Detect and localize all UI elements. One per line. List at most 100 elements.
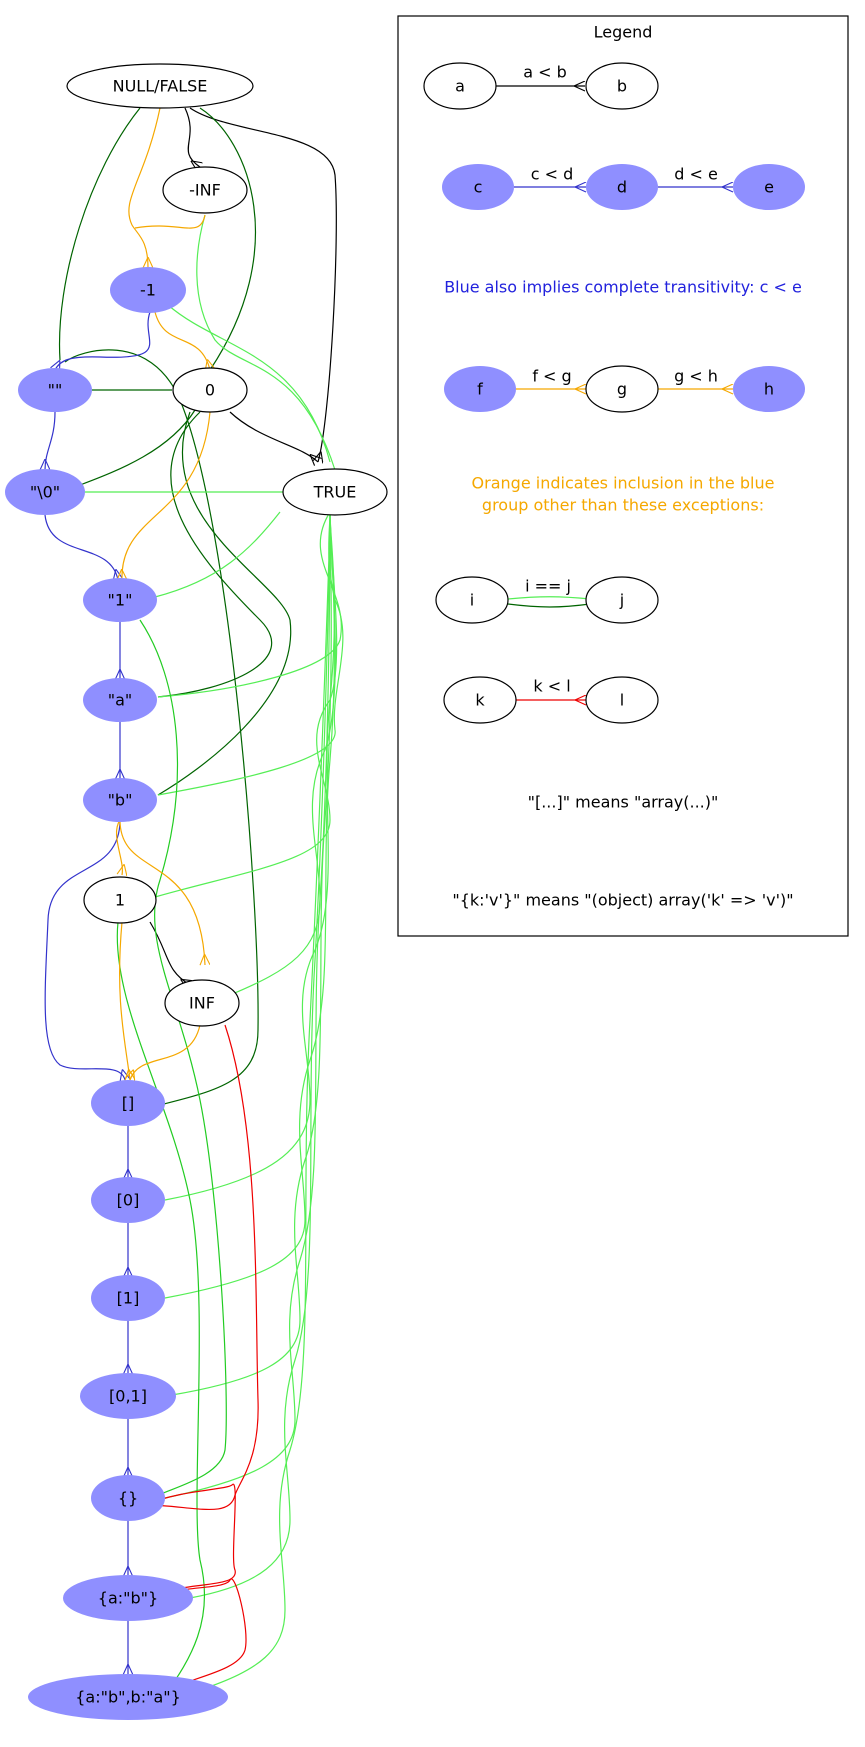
edge-nul-strone [44,514,118,580]
node-inf: INF [164,979,240,1027]
edge-negone-zero [154,311,210,370]
svg-text:e: e [764,178,774,197]
edge-nul-zero [79,409,196,486]
edge-neginf-true [196,214,336,471]
edge-objab-true [189,511,331,1599]
svg-text:"b": "b" [108,791,133,810]
svg-text:{a:"b"}: {a:"b"} [98,1589,158,1608]
edge-null-neginf [184,107,200,167]
svg-text:g: g [617,380,627,399]
wavy-green-bundle [154,511,344,1691]
legend-orange-note-1: Orange indicates inclusion in the blue [472,474,775,493]
node-true: TRUE [282,468,388,516]
legend-object-note: "{k:'v'}" means "(object) array('k' => '… [452,891,793,910]
edge-one-objabba [116,921,206,1696]
svg-text:b: b [617,77,627,96]
svg-text:"": "" [48,381,63,400]
node-array-empty: [] [91,1080,165,1126]
edge-zero-true [229,411,318,462]
edge-strone-objempty [139,619,227,1501]
svg-text:TRUE: TRUE [313,483,357,502]
legend-label-fg: f < g [532,367,571,386]
legend-node-f: f [444,366,516,412]
node-array-one: [1] [91,1275,165,1321]
node-object-a-b: {a:"b"} [63,1575,193,1621]
legend-array-note: "[...]" means "array(...)" [528,793,719,812]
edge-one-true [154,511,338,898]
legend-node-j: j [585,576,659,624]
node-string-b: "b" [83,778,157,822]
svg-text:f: f [477,380,483,399]
svg-text:i: i [470,591,474,610]
edges [44,107,344,1697]
node-object-a-b-b-a: {a:"b",b:"a"} [28,1674,228,1720]
edge-neginf-negone [134,214,206,229]
svg-text:[0]: [0] [117,1191,140,1210]
svg-text:"\0": "\0" [30,483,60,502]
svg-text:l: l [620,691,624,710]
legend-edge-ij-dark [507,603,591,608]
node-array-zero: [0] [91,1177,165,1223]
node-neg-one: -1 [110,267,186,313]
legend-node-g: g [585,365,659,413]
legend-node-c: c [442,164,514,210]
edge-objempty-objab [144,1483,236,1598]
svg-text:"a": "a" [108,691,133,710]
edge-stra-true [157,511,342,698]
legend-node-h: h [733,366,805,412]
svg-text:INF: INF [189,994,215,1013]
svg-text:[1]: [1] [117,1289,140,1308]
edge-negone-emptystr [55,311,151,370]
edge-null-zero [199,107,256,371]
legend-node-i: i [435,576,509,624]
svg-text:NULL/FALSE: NULL/FALSE [113,77,208,96]
svg-text:d: d [617,178,627,197]
svg-text:1: 1 [115,891,125,910]
edge-strb-arr [44,819,125,1080]
edge-objabba-true [199,511,331,1691]
edge-emptystr-nul [45,411,56,470]
svg-text:h: h [764,380,774,399]
edge-arr01-true [171,511,332,1396]
node-object-empty: {} [91,1475,165,1521]
edge-zero-stra [157,411,273,698]
edge-zero-strb [157,411,292,796]
legend-node-a: a [423,62,497,110]
nodes: NULL/FALSE -INF -1 "" 0 "\0" TRUE "1" [5,63,388,1720]
edge-inf-objempty [145,1024,259,1511]
svg-text:-1: -1 [140,281,156,300]
legend-node-k: k [443,676,517,724]
legend: Legend a < b a b c < d d < e c d e Blue … [397,15,849,937]
edge-objab-objabba [149,1578,247,1697]
svg-text:0: 0 [205,381,215,400]
legend-label-ab: a < b [523,63,567,82]
svg-text:[0,1]: [0,1] [109,1387,147,1406]
node-nul-string: "\0" [5,469,85,515]
edge-strone-true [154,511,281,598]
edge-one-arr [118,921,130,1080]
legend-label-ij: i == j [525,577,571,596]
edge-strb-true [157,511,344,796]
edge-zero-strone [122,411,211,580]
node-neg-inf: -INF [162,166,248,214]
legend-node-d: d [586,164,658,210]
edge-inf-arr [130,1024,201,1080]
legend-label-gh: g < h [674,367,718,386]
legend-title: Legend [594,23,653,42]
legend-label-de: d < e [674,165,718,184]
svg-text:{}: {} [118,1489,138,1508]
edge-null-negone [128,107,161,268]
svg-text:j: j [619,591,624,610]
node-zero: 0 [172,367,248,413]
node-empty-string: "" [18,368,92,412]
edge-arr1-true [164,511,336,1299]
node-one: 1 [83,876,157,924]
edge-null-emptystr [58,107,141,361]
edge-inf-true [229,511,336,996]
legend-node-e: e [733,164,805,210]
svg-text:"1": "1" [108,591,133,610]
edge-null-true [189,107,337,462]
svg-text:a: a [455,77,465,96]
node-string-a: "a" [83,678,157,722]
